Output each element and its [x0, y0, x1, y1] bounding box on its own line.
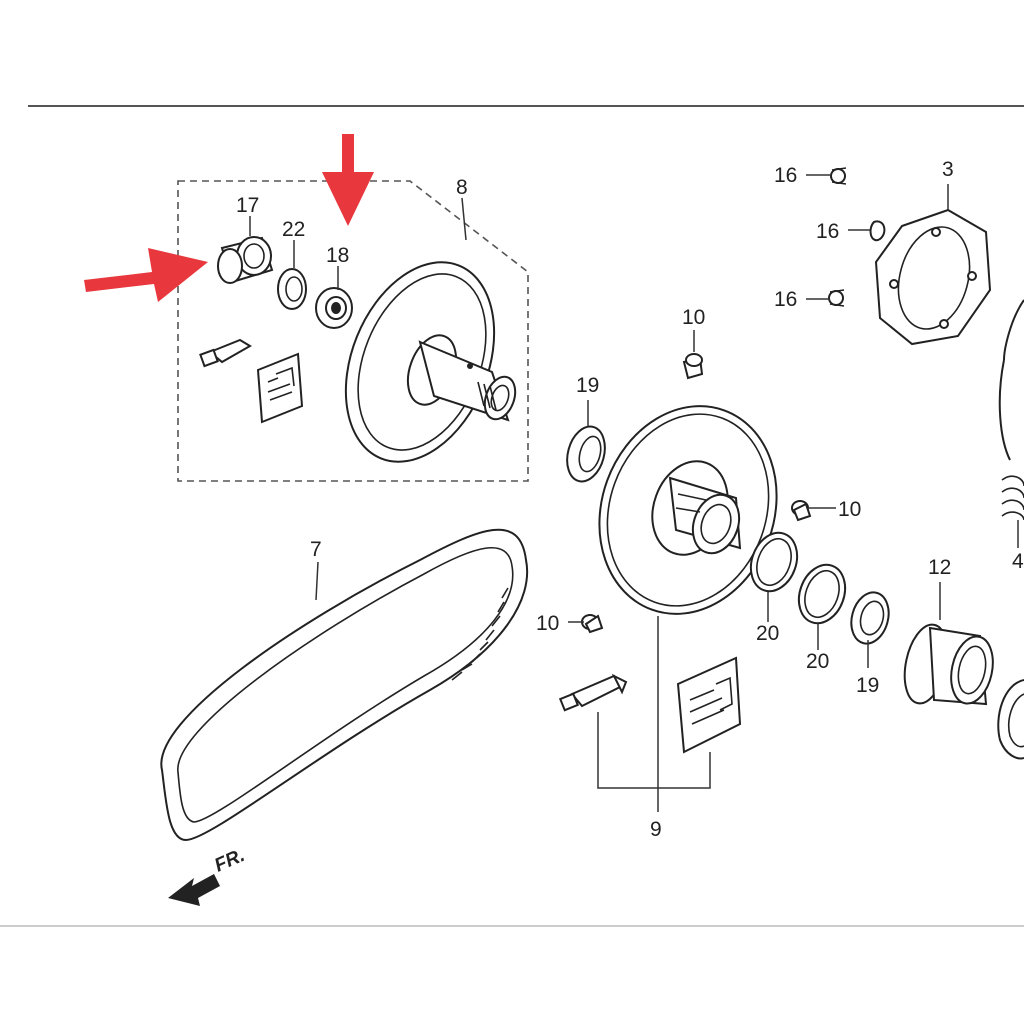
label-part-7: 7 — [310, 538, 322, 561]
label-part-3: 3 — [942, 158, 954, 181]
kit-box — [177, 180, 529, 482]
part-8-driven-face — [344, 261, 517, 463]
direction-label: FR. — [211, 845, 248, 877]
label-part-9: 9 — [650, 818, 662, 841]
front-direction-indicator: FR. — [168, 845, 248, 906]
highlight-arrow-horizontal — [84, 248, 208, 302]
label-part-12: 12 — [928, 556, 951, 579]
part-9-drive-face — [598, 405, 778, 615]
part-4-spring — [998, 299, 1024, 521]
part-16-clip-c — [828, 289, 845, 307]
part-19-oil-seal-lower — [850, 591, 890, 645]
label-part-10-b: 10 — [838, 498, 861, 521]
label-part-19-b: 19 — [856, 674, 879, 697]
part-10-pin-right — [791, 500, 812, 522]
leader-lines — [249, 174, 1019, 812]
part-partial-ring — [997, 679, 1024, 760]
label-part-17: 17 — [236, 194, 259, 217]
red-arrow-icon — [322, 134, 374, 226]
part-16-clip-b — [869, 220, 886, 242]
part-10-pin-left — [581, 614, 604, 634]
label-part-16-b: 16 — [816, 220, 839, 243]
part-3-gasket-plate — [874, 208, 992, 346]
part-7-drive-belt — [160, 528, 529, 842]
label-part-22: 22 — [282, 218, 305, 241]
part-16-clip-a — [830, 167, 847, 185]
label-part-4: 4 — [1012, 550, 1024, 573]
label-part-16-a: 16 — [774, 164, 797, 187]
red-arrow-icon — [84, 248, 208, 302]
instruction-card-lower-icon — [676, 656, 742, 754]
grease-tube-icon — [199, 338, 252, 368]
part-18-ball-bearing — [315, 287, 353, 329]
label-part-10-a: 10 — [682, 306, 705, 329]
label-part-16-c: 16 — [774, 288, 797, 311]
highlight-arrow-vertical — [322, 134, 374, 226]
part-10-pin-top — [682, 353, 704, 380]
part-20-washer-b — [797, 563, 847, 625]
front-arrow-icon — [168, 874, 220, 906]
label-part-18: 18 — [326, 244, 349, 267]
instruction-card-icon — [256, 352, 304, 424]
part-22-seal — [277, 268, 307, 310]
part-17-bearing — [217, 236, 274, 284]
part-20-washer-a — [749, 531, 799, 593]
label-part-10-c: 10 — [536, 612, 559, 635]
part-19-oil-seal-upper — [566, 425, 606, 483]
label-part-19-a: 19 — [576, 374, 599, 397]
label-part-20-a: 20 — [756, 622, 779, 645]
label-part-8: 8 — [456, 176, 468, 199]
part-12-collar — [903, 623, 994, 706]
label-part-20-b: 20 — [806, 650, 829, 673]
grease-tube-lower-icon — [558, 673, 628, 712]
